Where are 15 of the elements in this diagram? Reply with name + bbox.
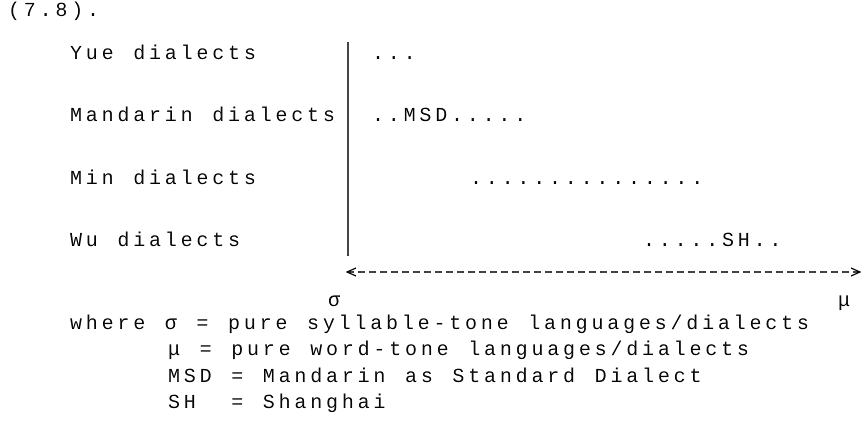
row-label: Wu dialects [70, 230, 244, 254]
dot-range: ............... [470, 168, 708, 192]
row-label: Mandarin dialects [70, 105, 339, 129]
definition-text: MSD = Mandarin as Standard Dialect [168, 366, 706, 390]
definition-text: where σ = pure syllable-tone languages/dialects [70, 313, 813, 337]
row-label: Min dialects [70, 168, 260, 192]
axis-end-label: σ [328, 290, 344, 314]
definition-text: SH = Shanghai [168, 392, 390, 416]
dot-range: ... [372, 43, 420, 67]
equation-number: (7.8). [8, 0, 103, 24]
dot-range: .....SH.. [643, 230, 786, 254]
definition-text: μ = pure word-tone languages/dialects [168, 339, 753, 363]
axis-end-label: μ [838, 290, 854, 314]
dot-range: ..MSD..... [372, 105, 530, 129]
row-label: Yue dialects [70, 43, 260, 67]
